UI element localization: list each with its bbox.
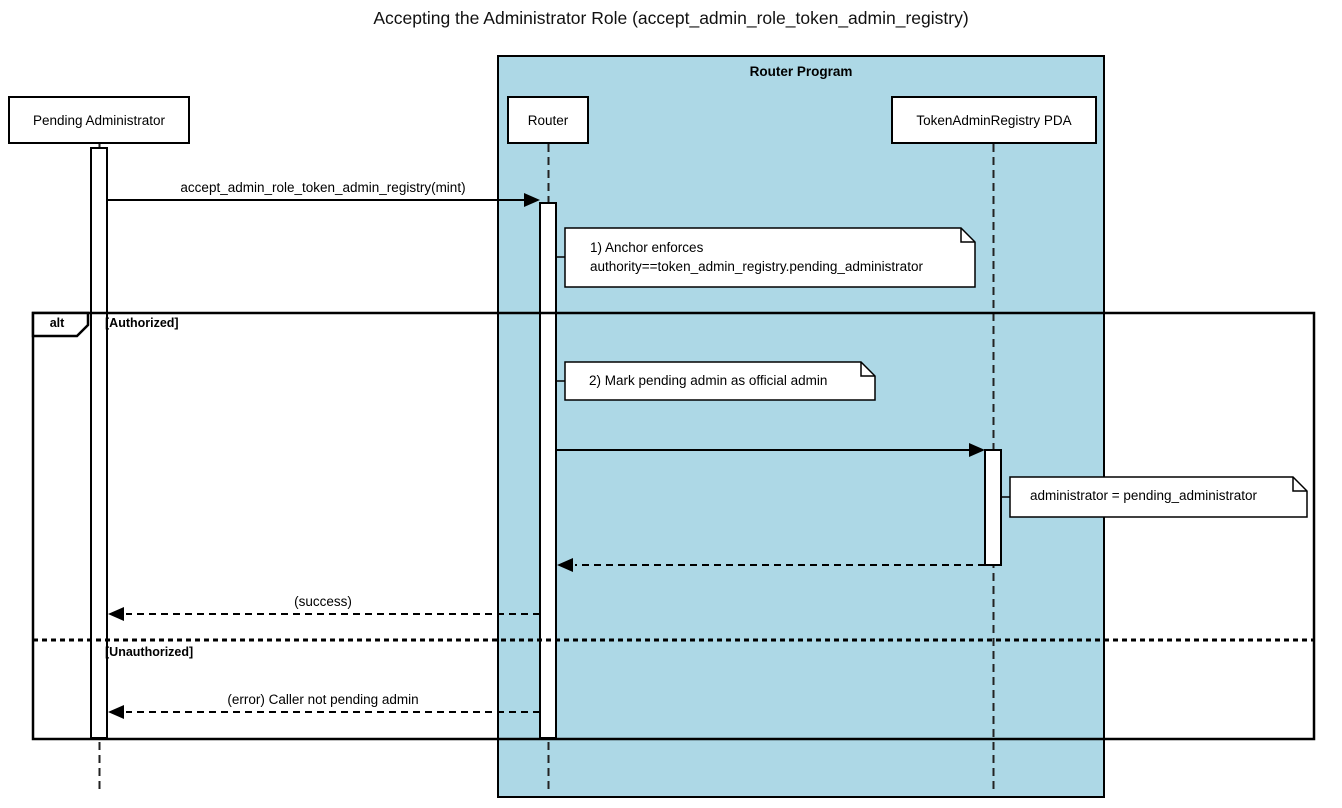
diagram-title: Accepting the Administrator Role (accept… xyxy=(373,8,969,28)
note2-text: 2) Mark pending admin as official admin xyxy=(589,373,828,388)
note3-fold-icon xyxy=(1292,477,1307,492)
participant-router-label: Router xyxy=(527,112,569,128)
arrow-error-head-icon xyxy=(108,705,124,719)
participant-token-admin-registry-pda: TokenAdminRegistry PDA xyxy=(891,96,1097,144)
note3-text: administrator = pending_administrator xyxy=(1030,488,1257,503)
participant-token-admin-registry-pda-label: TokenAdminRegistry PDA xyxy=(916,112,1072,128)
router-program-frame xyxy=(497,55,1105,798)
alt-guard-authorized: [Authorized] xyxy=(105,316,179,330)
note1-line1: 1) Anchor enforces xyxy=(590,240,704,255)
arrow-success-head-icon xyxy=(108,607,124,621)
alt-guard-unauthorized: [Unauthorized] xyxy=(105,645,194,659)
message-error-label: (error) Caller not pending admin xyxy=(227,692,419,707)
alt-operator-label: alt xyxy=(49,316,65,330)
note1-text: 1) Anchor enforces authority==token_admi… xyxy=(590,239,923,276)
message-call-label: accept_admin_role_token_admin_registry(m… xyxy=(180,180,466,195)
participant-router: Router xyxy=(507,96,589,144)
participant-pending-administrator-label: Pending Administrator xyxy=(32,112,166,128)
router-program-frame-label: Router Program xyxy=(749,64,853,79)
participant-pending-administrator: Pending Administrator xyxy=(8,96,190,144)
note1-line2: authority==token_admin_registry.pending_… xyxy=(590,258,923,274)
message-success-label: (success) xyxy=(294,594,352,609)
